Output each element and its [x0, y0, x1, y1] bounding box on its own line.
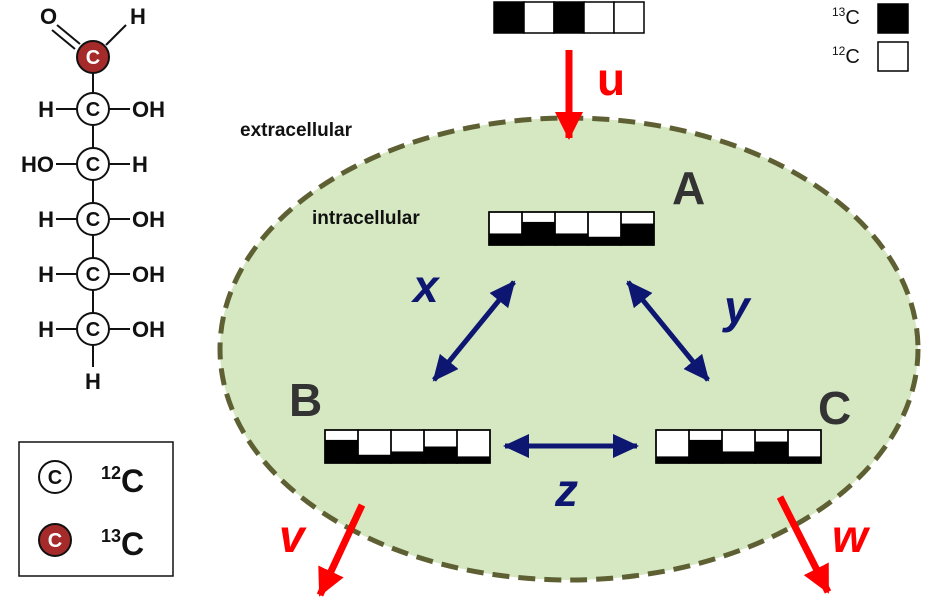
- carbon-12-atom: [76, 92, 110, 126]
- flux-v-label: v: [279, 510, 307, 562]
- input-cell: [553, 1, 585, 34]
- isotopomer-b-cell: [456, 429, 491, 464]
- bond: [105, 24, 127, 46]
- isotopomer-b: [324, 429, 491, 464]
- isotopomer-a-cell: [620, 211, 655, 246]
- carbon-12-atom: [76, 257, 110, 291]
- carbon-12-atom: [76, 202, 110, 236]
- flux-x-label: x: [410, 260, 441, 312]
- isotopomer-c-fill: [755, 441, 788, 463]
- input-cell: [613, 1, 645, 34]
- circle-legend: C 12C C 13C: [18, 441, 174, 577]
- intracellular-label: intracellular: [312, 208, 420, 229]
- flux-z-label: z: [554, 464, 578, 516]
- carbon-12-symbol: C: [86, 319, 100, 341]
- aldehyde-oxygen: O: [40, 4, 57, 29]
- square-legend: 13C 12C: [832, 3, 909, 72]
- isotopomer-a-fill: [555, 233, 588, 245]
- substituent-right: OH: [132, 317, 165, 342]
- input-pattern: [493, 1, 645, 34]
- substituent-left: HO: [21, 152, 54, 177]
- isotopomer-c-cell: [787, 429, 822, 464]
- isotopomer-c: [655, 429, 822, 464]
- c13-element: C: [845, 7, 859, 29]
- isotopomer-a-fill: [588, 236, 621, 245]
- isotopomer-b-fill: [457, 456, 490, 463]
- substituent-right: OH: [132, 207, 165, 232]
- isotopomer-b-fill: [358, 454, 391, 463]
- isotopomer-c-fill: [656, 456, 689, 463]
- substituent-left: H: [38, 317, 54, 342]
- bottom-hydrogen: H: [85, 369, 101, 394]
- legend-c13-symbol: C: [48, 530, 62, 552]
- isotopomer-a: [488, 211, 655, 246]
- c12-mass: 12: [832, 44, 846, 58]
- isotopomer-b-fill: [424, 446, 457, 463]
- legend-c12-label: 12C: [832, 44, 860, 68]
- isotopomer-b-fill: [391, 451, 424, 463]
- legend-c12-symbol: C: [48, 467, 62, 489]
- isotopomer-c-fill: [722, 451, 755, 463]
- bond: [51, 29, 76, 50]
- legend-c13-text: 13C: [101, 526, 144, 562]
- legend-c12-circle: [38, 460, 72, 494]
- carbon-12-symbol: C: [86, 99, 100, 121]
- carbon-12-atom: [76, 147, 110, 181]
- legend-c13-mass: 13: [101, 526, 121, 546]
- input-cell: [583, 1, 615, 34]
- substituent-left: H: [38, 97, 54, 122]
- isotopomer-a-fill: [489, 233, 522, 245]
- flux-w-label: w: [832, 510, 871, 562]
- legend-c13-circle: [38, 523, 72, 557]
- flux-y-label: y: [722, 281, 752, 333]
- input-cell: [523, 1, 555, 34]
- pool-a-label: A: [672, 162, 705, 214]
- substituent-left: H: [38, 262, 54, 287]
- flux-u-label: u: [597, 53, 625, 105]
- glucose-molecule: O H C C H OH C HO H C H OH: [21, 4, 165, 394]
- carbon-12-symbol: C: [86, 264, 100, 286]
- exchange-x-arrow: [432, 280, 516, 382]
- input-cell: [493, 1, 525, 34]
- c13-square: [877, 3, 909, 34]
- substituent-right: OH: [132, 97, 165, 122]
- pool-b-label: B: [289, 374, 322, 426]
- carbon-12-symbol: C: [86, 154, 100, 176]
- substituent-left: H: [38, 207, 54, 232]
- aldehyde-hydrogen: H: [130, 4, 146, 29]
- legend-c13-element: C: [121, 526, 144, 562]
- isotopomer-c-fill: [689, 439, 722, 463]
- c13-mass: 13: [832, 5, 846, 19]
- carbon-12-symbol: C: [86, 209, 100, 231]
- flux-w-arrow: [776, 495, 832, 594]
- isotopomer-b-fill: [325, 439, 358, 463]
- circle-legend-frame: [18, 441, 174, 577]
- isotopomer-a-fill: [522, 221, 555, 245]
- carbon-12-atom: [76, 312, 110, 346]
- substituent-right: OH: [132, 262, 165, 287]
- carbon-13-symbol: C: [86, 47, 100, 69]
- isotopomer-a-fill: [621, 223, 654, 245]
- c12-square: [877, 41, 909, 72]
- substituent-right: H: [132, 152, 148, 177]
- isotopomer-c-fill: [788, 456, 821, 463]
- pool-c-label: C: [818, 382, 851, 434]
- exchange-y-arrow: [626, 280, 710, 382]
- bond: [56, 24, 81, 45]
- legend-c12-mass: 12: [101, 463, 121, 483]
- c12-element: C: [845, 46, 859, 68]
- flux-v-arrow: [316, 503, 366, 597]
- legend-c12-element: C: [121, 463, 144, 499]
- extracellular-label: extracellular: [240, 120, 353, 141]
- legend-c13-label: 13C: [832, 5, 860, 29]
- legend-c12-text: 12C: [101, 463, 144, 499]
